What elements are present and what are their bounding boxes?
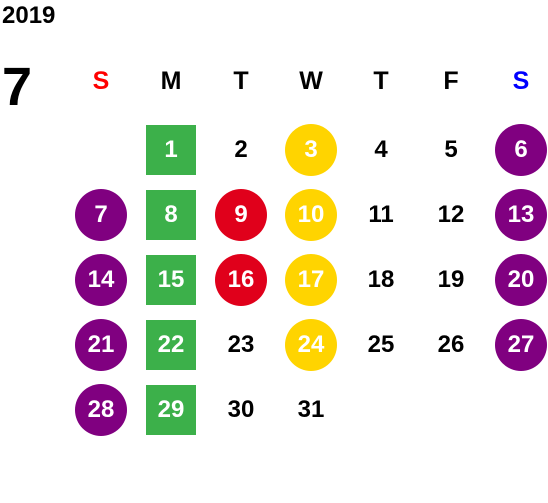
weekday-header: M xyxy=(160,67,182,95)
weekday-header: T xyxy=(373,67,389,95)
day-cell[interactable]: 29 xyxy=(146,385,196,435)
day-cell[interactable]: 6 xyxy=(495,124,547,176)
day-cell[interactable]: 30 xyxy=(227,396,255,423)
day-cell[interactable]: 31 xyxy=(297,396,325,423)
weekday-header: T xyxy=(233,67,249,95)
day-cell[interactable]: 13 xyxy=(495,189,547,241)
weekday-header: S xyxy=(92,67,110,95)
weekday-header: W xyxy=(299,67,323,95)
day-cell[interactable]: 14 xyxy=(75,254,127,306)
day-cell[interactable]: 20 xyxy=(495,254,547,306)
day-cell[interactable]: 26 xyxy=(437,331,465,358)
day-cell[interactable]: 27 xyxy=(495,319,547,371)
day-cell[interactable]: 23 xyxy=(227,331,255,358)
weekday-header: F xyxy=(443,67,459,95)
day-cell[interactable]: 4 xyxy=(374,136,388,163)
day-cell[interactable]: 15 xyxy=(146,255,196,305)
day-cell[interactable]: 16 xyxy=(215,254,267,306)
day-cell[interactable]: 19 xyxy=(437,266,465,293)
day-cell[interactable]: 18 xyxy=(367,266,395,293)
day-cell[interactable]: 28 xyxy=(75,384,127,436)
day-cell[interactable]: 8 xyxy=(146,190,196,240)
day-cell[interactable]: 1 xyxy=(146,125,196,175)
month-number: 7 xyxy=(2,57,33,117)
day-cell[interactable]: 12 xyxy=(437,201,465,228)
day-cell[interactable]: 5 xyxy=(444,136,458,163)
day-cell[interactable]: 11 xyxy=(368,201,394,228)
day-cell[interactable]: 24 xyxy=(285,319,337,371)
day-cell[interactable]: 22 xyxy=(146,320,196,370)
day-cell[interactable]: 7 xyxy=(75,189,127,241)
day-cell[interactable]: 2 xyxy=(234,136,248,163)
day-cell[interactable]: 9 xyxy=(215,189,267,241)
year-label: 2019 xyxy=(2,2,56,29)
weekday-header: S xyxy=(512,67,530,95)
day-cell[interactable]: 17 xyxy=(285,254,337,306)
day-cell[interactable]: 21 xyxy=(75,319,127,371)
day-cell[interactable]: 10 xyxy=(285,189,337,241)
day-cell[interactable]: 25 xyxy=(367,331,395,358)
day-cell[interactable]: 3 xyxy=(285,124,337,176)
